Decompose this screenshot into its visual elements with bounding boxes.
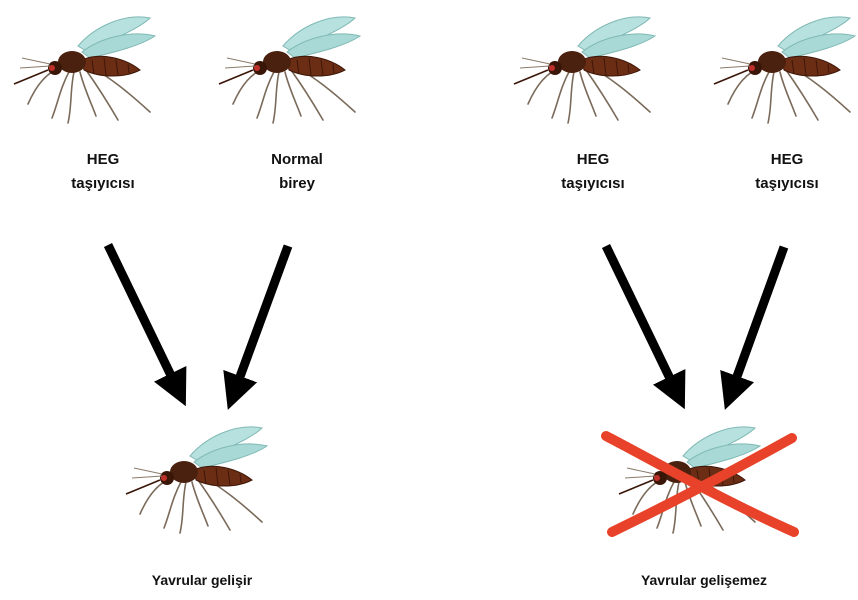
arrow-icon [731,247,784,393]
arrow-icon [108,245,178,390]
arrow-icon [234,246,288,393]
cross-out-icon [598,428,804,540]
arrow-icon [606,246,677,393]
